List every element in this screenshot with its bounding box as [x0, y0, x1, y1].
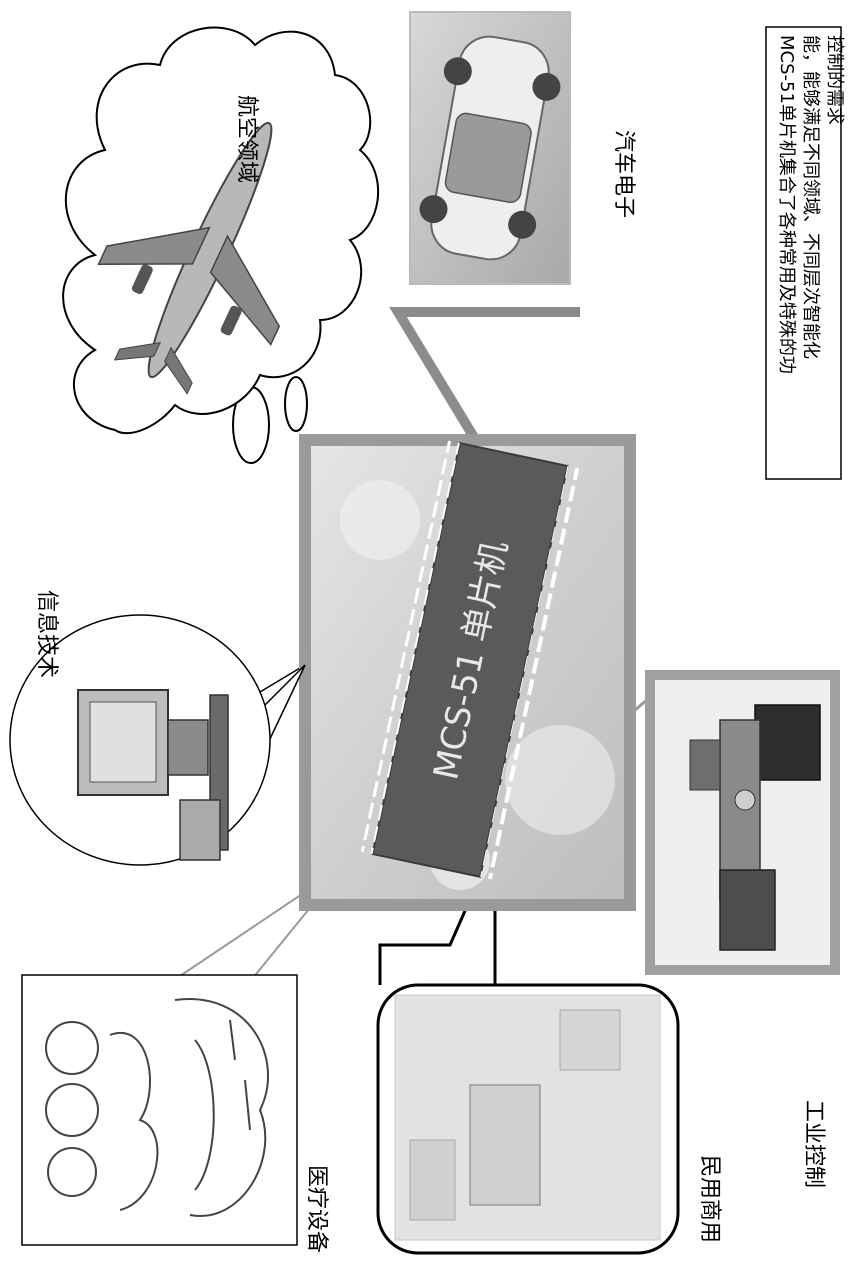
machine-icon — [689, 704, 821, 951]
infotech-bubble — [9, 614, 306, 866]
label-aviation: 航空领域 — [234, 95, 259, 183]
medical-image — [21, 974, 298, 1246]
chip-panel: MCS-51 单片机 — [299, 434, 636, 911]
appliance-icon — [469, 1084, 541, 1206]
label-auto-electronics: 汽车电子 — [611, 130, 636, 218]
label-civil-commercial: 民用商用 — [697, 1155, 722, 1243]
label-industrial: 工业控制 — [801, 1100, 826, 1188]
connector-infotech — [254, 664, 306, 696]
civil-photo — [376, 983, 680, 1255]
label-medical: 医疗设备 — [304, 1165, 329, 1253]
description-line-2: 能，能够满足不同领域、不同层次智能化 — [800, 35, 821, 359]
thought-bubble-small — [284, 376, 308, 432]
label-info-tech: 信息技术 — [34, 590, 59, 678]
industrial-photo — [645, 670, 840, 975]
connector-auto — [389, 307, 580, 447]
description-box: MCS-51单片机集合了各种常用及特殊的功 能，能够满足不同领域、不同层次智能化… — [765, 26, 845, 480]
aviation-cloud — [62, 26, 380, 435]
computer-icon — [77, 689, 229, 861]
airplane-icon — [97, 121, 281, 395]
description-line-1: MCS-51单片机集合了各种常用及特殊的功 — [776, 35, 797, 374]
medical-illustration — [45, 998, 269, 1218]
auto-photo — [409, 11, 571, 285]
description-line-3: 控制的需求 — [824, 35, 845, 125]
car-icon — [419, 35, 561, 261]
